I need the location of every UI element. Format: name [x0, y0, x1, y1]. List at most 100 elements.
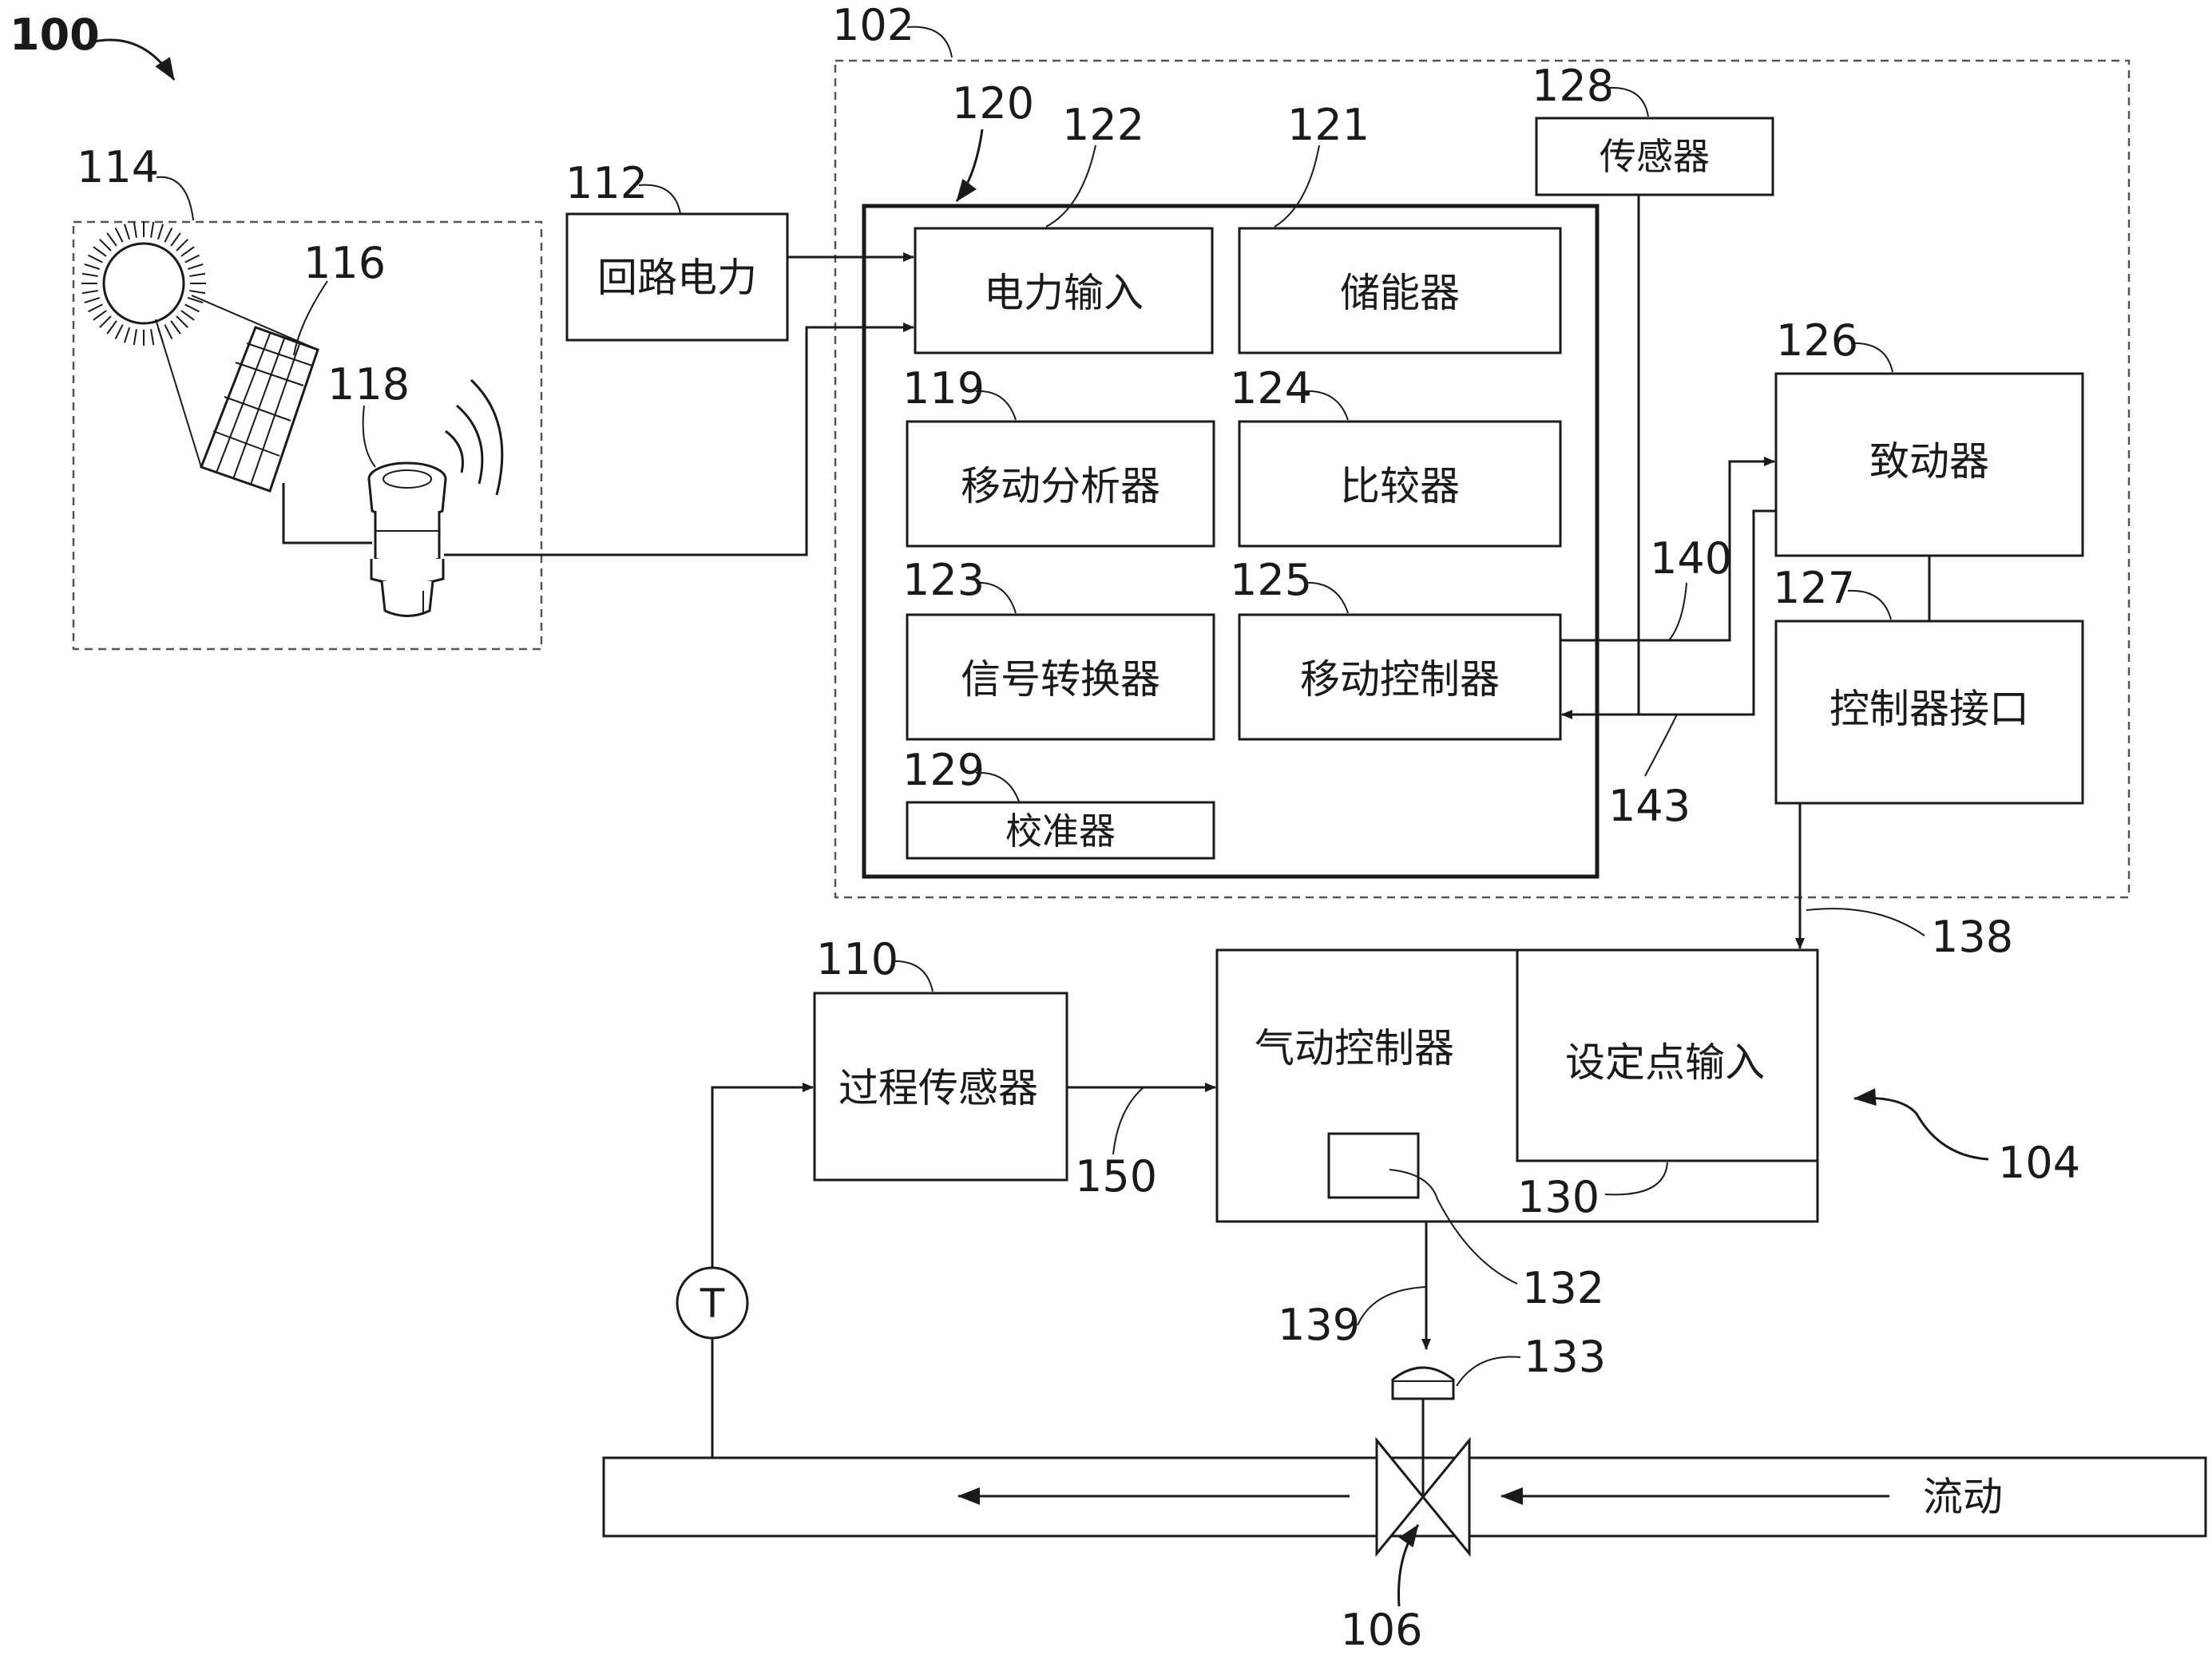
signal-line-140 [1560, 457, 1775, 642]
leader-110 [890, 960, 934, 992]
ref-120: 120 [952, 78, 1034, 129]
setpoint-input-block [1516, 948, 1819, 1162]
leader-130 [1604, 1162, 1668, 1196]
leader-139 [1357, 1286, 1427, 1326]
ref-130: 130 [1517, 1172, 1600, 1222]
leader-119 [975, 390, 1017, 421]
leader-150 [1112, 1087, 1144, 1155]
actuator-block [1774, 372, 2084, 557]
controller-interface-label: 控制器接口 [1829, 686, 2029, 732]
ref-138: 138 [1931, 912, 2013, 962]
ref-132: 132 [1522, 1263, 1604, 1313]
ref-127: 127 [1773, 563, 1855, 613]
ref-126: 126 [1776, 315, 1858, 366]
arrow-104 [1853, 1088, 1989, 1161]
ref-112: 112 [565, 158, 648, 208]
signal-converter-block [906, 613, 1215, 741]
controller-interface-block [1774, 620, 2084, 805]
comparator-label: 比较器 [1340, 463, 1460, 509]
ref-124: 124 [1230, 363, 1312, 414]
ref-123: 123 [902, 555, 985, 605]
leader-125 [1304, 581, 1349, 614]
wireless-signal-icon [445, 378, 504, 496]
controller-block [862, 204, 1600, 879]
power-input-label: 电力输入 [984, 270, 1144, 316]
leader-138 [1806, 908, 1925, 936]
ref-133: 133 [1524, 1332, 1606, 1382]
leader-132 [1389, 1169, 1518, 1285]
panel-sensor-wire [282, 483, 372, 544]
figure-arrow [93, 38, 176, 81]
energy-storage-block [1238, 227, 1562, 354]
leader-133 [1456, 1356, 1521, 1387]
output-port-block [1327, 1132, 1420, 1199]
loop-power-label: 回路电力 [597, 255, 757, 301]
loop-power-block [565, 212, 789, 342]
arrow-106 [1397, 1524, 1420, 1607]
ref-114: 114 [77, 142, 159, 192]
energy-storage-label: 储能器 [1340, 270, 1460, 316]
solar-panel-icon [155, 295, 319, 493]
ref-140: 140 [1650, 533, 1732, 584]
leader-112 [638, 184, 681, 215]
sensor-block [1535, 117, 1774, 196]
leader-129 [975, 771, 1020, 802]
leader-128 [1607, 86, 1649, 117]
ref-118: 118 [327, 359, 410, 410]
ref-143: 143 [1608, 781, 1691, 831]
leader-124 [1304, 390, 1349, 421]
ref-119: 119 [902, 363, 985, 414]
comparator-block [1238, 420, 1562, 548]
leader-102 [906, 26, 953, 58]
leader-116 [293, 280, 328, 356]
process-sensor-block [813, 992, 1068, 1182]
leader-122 [1045, 145, 1096, 228]
motion-analyzer-block [906, 420, 1215, 548]
ref-106: 106 [1340, 1605, 1422, 1655]
process-sensor-label: 过程传感器 [838, 1065, 1038, 1111]
temperature-element-icon [676, 1266, 749, 1340]
ref-104: 104 [1998, 1138, 2080, 1188]
motion-controller-label: 移动控制器 [1300, 656, 1500, 703]
leader-127 [1847, 589, 1892, 620]
ref-110: 110 [816, 934, 898, 984]
leader-126 [1850, 342, 1893, 373]
leader-143 [1644, 714, 1678, 777]
leader-123 [975, 581, 1017, 614]
ref-122: 122 [1062, 100, 1144, 150]
sun-icon [81, 221, 206, 346]
power-input-block [914, 227, 1214, 354]
leader-140 [1668, 582, 1687, 641]
signal-line-143 [1561, 509, 1776, 719]
valve-actuator-icon [1391, 1366, 1455, 1400]
ref-128: 128 [1532, 61, 1614, 111]
ref-121: 121 [1287, 100, 1370, 150]
signal-converter-label: 信号转换器 [961, 656, 1160, 703]
harvest-power-wire [444, 323, 914, 556]
ref-150: 150 [1075, 1151, 1157, 1202]
leader-118 [362, 405, 376, 468]
wireless-sensor-icon [367, 461, 447, 617]
leader-121 [1274, 145, 1320, 228]
ref-102: 102 [832, 0, 914, 50]
ref-116: 116 [303, 238, 386, 288]
calibrator-block [906, 801, 1215, 860]
sensor-label: 传感器 [1600, 135, 1710, 178]
ref-139: 139 [1278, 1300, 1360, 1350]
temperature-symbol: T [700, 1281, 725, 1327]
leader-114 [156, 176, 194, 221]
flow-label: 流动 [1923, 1474, 2003, 1520]
setpoint-input-label: 设定点输入 [1565, 1039, 1765, 1086]
motion-analyzer-label: 移动分析器 [961, 463, 1160, 509]
ref-129: 129 [902, 745, 985, 795]
calibrator-label: 校准器 [1005, 810, 1116, 853]
figure-label: 100 [10, 10, 100, 60]
arrow-120 [955, 129, 984, 202]
actuator-label: 致动器 [1869, 438, 1989, 485]
motion-system-group [834, 59, 2131, 899]
energy-harvest-group [72, 220, 543, 651]
motion-controller-block [1238, 613, 1562, 741]
ref-125: 125 [1230, 555, 1312, 605]
pneumatic-controller-label: 气动控制器 [1255, 1025, 1454, 1071]
